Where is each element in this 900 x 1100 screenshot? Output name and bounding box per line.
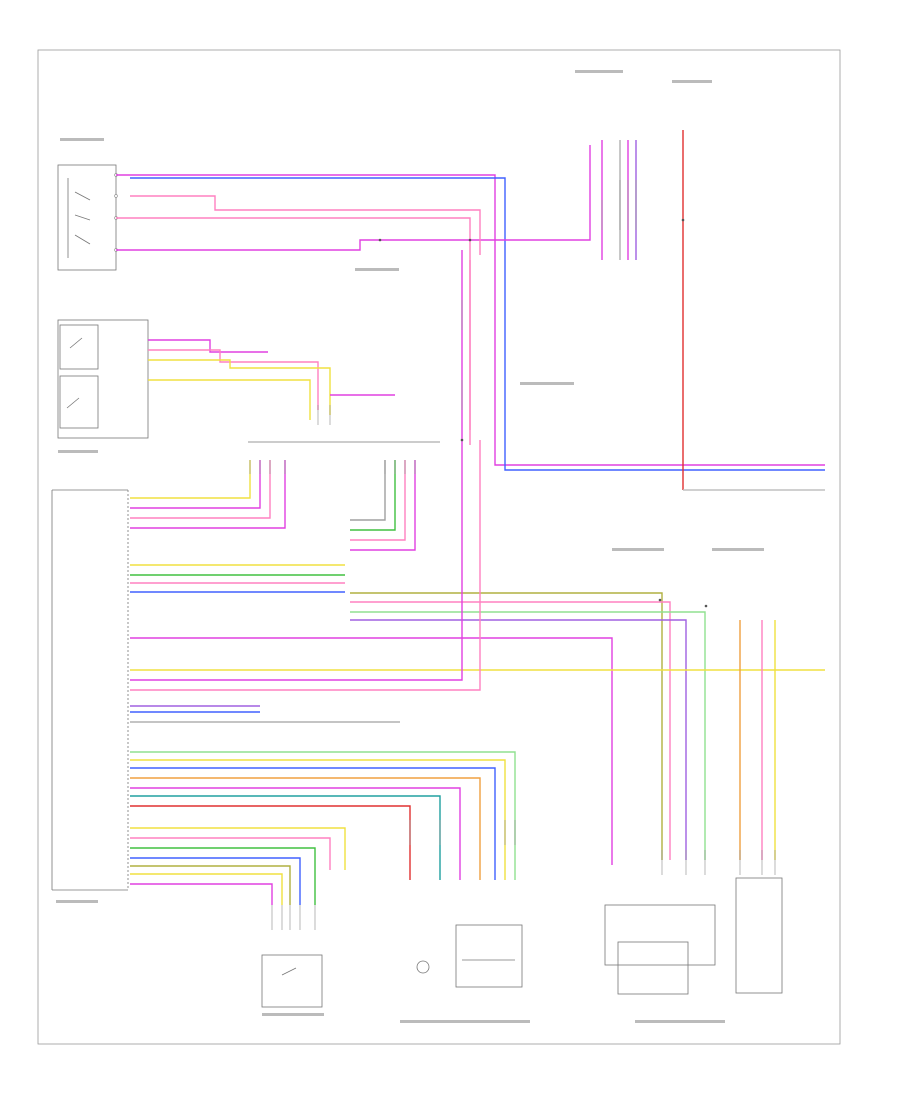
wire-magenta-top xyxy=(116,174,825,466)
powertrain-control-module xyxy=(51,441,440,891)
accelerator-pedal-sensor xyxy=(261,954,323,1008)
wire-blue-top xyxy=(130,177,825,471)
label-marks xyxy=(56,70,764,1023)
wire-pink-2 xyxy=(130,195,481,255)
wire-magenta-2 xyxy=(116,145,591,251)
connector-ticks xyxy=(249,180,776,930)
wiper-switch xyxy=(57,164,118,271)
diagram-frame xyxy=(37,49,841,1045)
splice-points xyxy=(378,218,708,608)
hood-switch xyxy=(57,319,149,439)
throttle-body xyxy=(416,924,523,988)
transmission-range-sensor xyxy=(604,877,783,995)
